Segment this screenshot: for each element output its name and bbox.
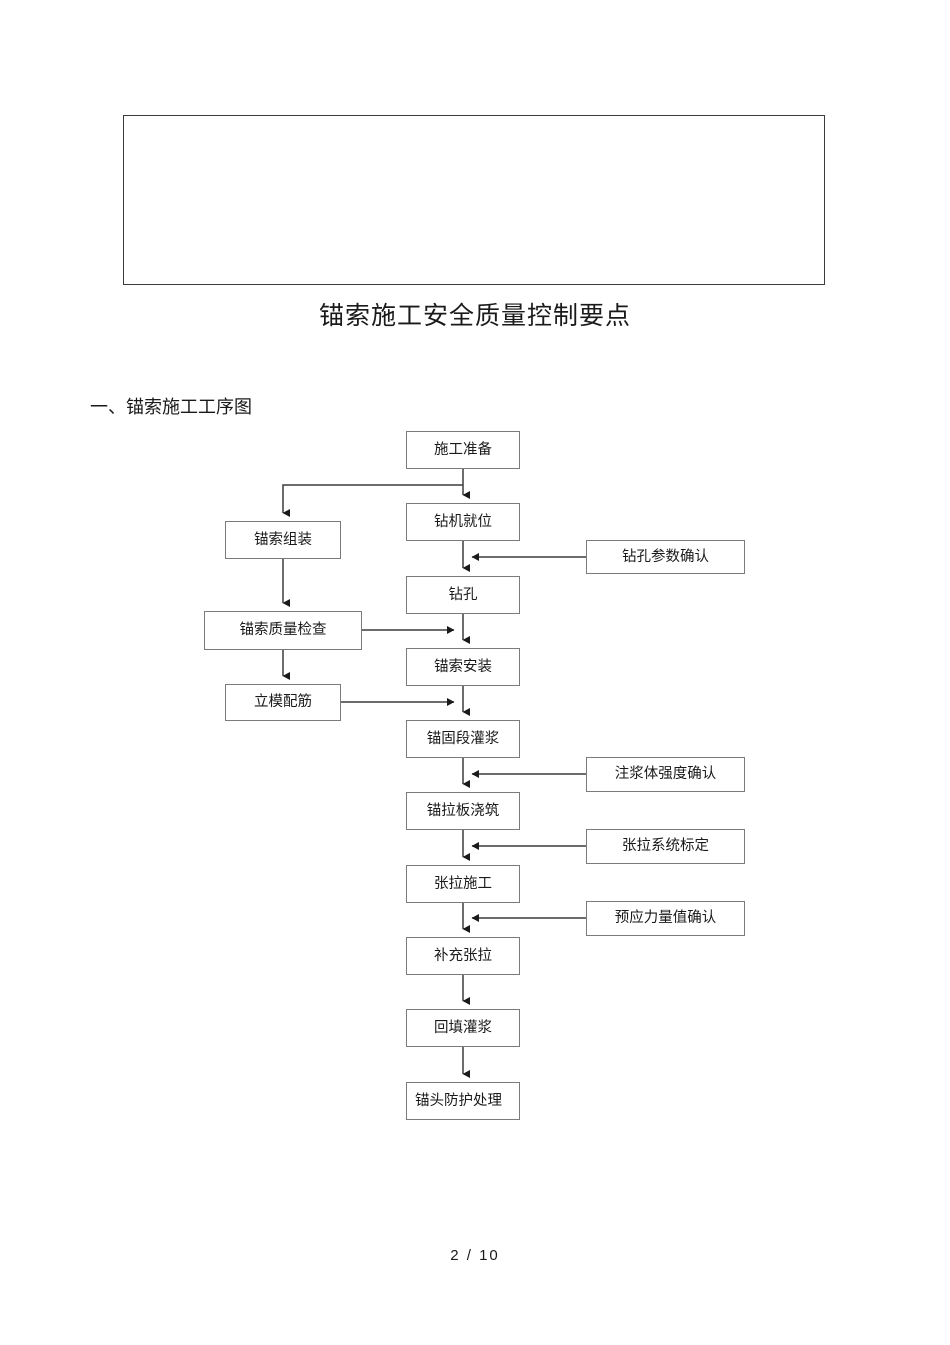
connector-prep-to-assemble [282, 484, 463, 517]
flow-node-assemble: 锚索组装 [225, 521, 341, 559]
flow-node-prep: 施工准备 [406, 431, 520, 469]
page-number: 2 / 10 [450, 1247, 500, 1264]
flow-node-prestress: 预应力量值确认 [586, 901, 745, 936]
flow-node-install: 锚索安装 [406, 648, 520, 686]
section-heading: 一、锚索施工工序图 [90, 397, 252, 417]
flow-node-tension: 张拉施工 [406, 865, 520, 903]
flow-node-drill: 钻孔 [406, 576, 520, 614]
flow-node-drill-param: 钻孔参数确认 [586, 540, 745, 574]
flow-node-form-rebar: 立模配筋 [225, 684, 341, 721]
flow-node-retension: 补充张拉 [406, 937, 520, 975]
flow-node-qc-check: 锚索质量检查 [204, 611, 362, 650]
page-title: 锚索施工安全质量控制要点 [318, 303, 631, 330]
header-frame [123, 115, 825, 285]
flow-node-head-protect: 锚头防护处理 [406, 1082, 520, 1120]
flow-node-rig: 钻机就位 [406, 503, 520, 541]
flow-node-tension-cal: 张拉系统标定 [586, 829, 745, 864]
flow-node-backfill: 回填灌浆 [406, 1009, 520, 1047]
flow-node-grout-bond: 锚固段灌浆 [406, 720, 520, 758]
flow-node-grout-str: 注浆体强度确认 [586, 757, 745, 792]
flow-node-slab-pour: 锚拉板浇筑 [406, 792, 520, 830]
